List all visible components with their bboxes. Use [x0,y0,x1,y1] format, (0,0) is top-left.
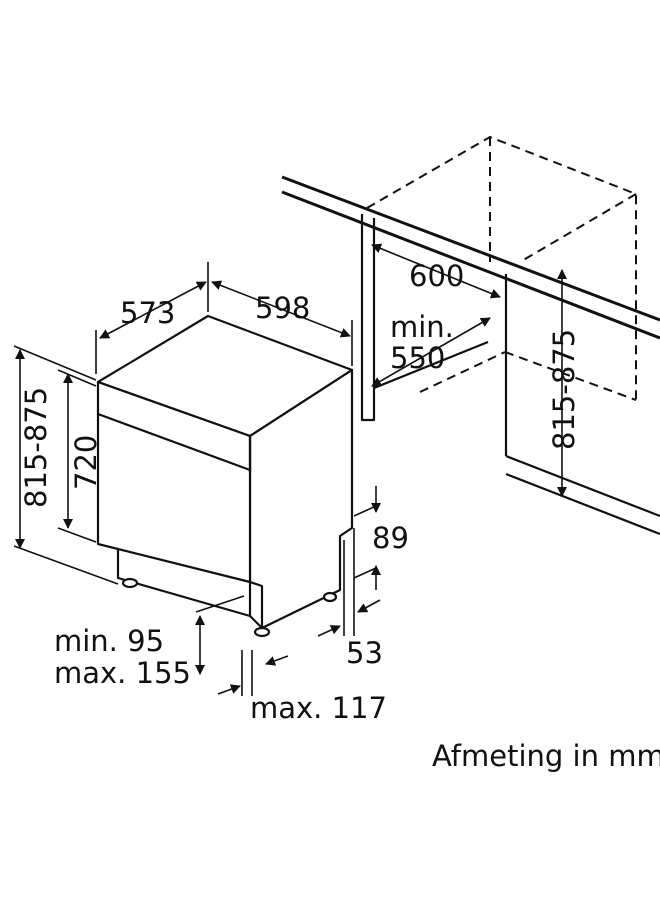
foot-height-label: 53 [346,636,383,670]
unit-caption: Afmeting in mm [432,739,660,773]
niche-depth-value-label: 550 [390,341,445,375]
niche-depth-min-label: min. [390,310,454,344]
door-height-label: 720 [69,435,103,490]
appliance-height-label: 815-875 [19,387,53,508]
plinth-min-label: min. 95 [54,624,164,658]
plinth-depth-label: max. 117 [250,691,387,725]
dimension-lines [13,243,567,696]
width-label: 598 [255,291,310,325]
depth-label: 573 [120,296,175,330]
plinth-max-label: max. 155 [54,656,191,690]
plinth-height-label: 89 [372,521,409,555]
dishwasher-body [96,314,354,638]
niche-height-label: 815-875 [547,329,581,450]
niche-width-label: 600 [409,259,464,293]
